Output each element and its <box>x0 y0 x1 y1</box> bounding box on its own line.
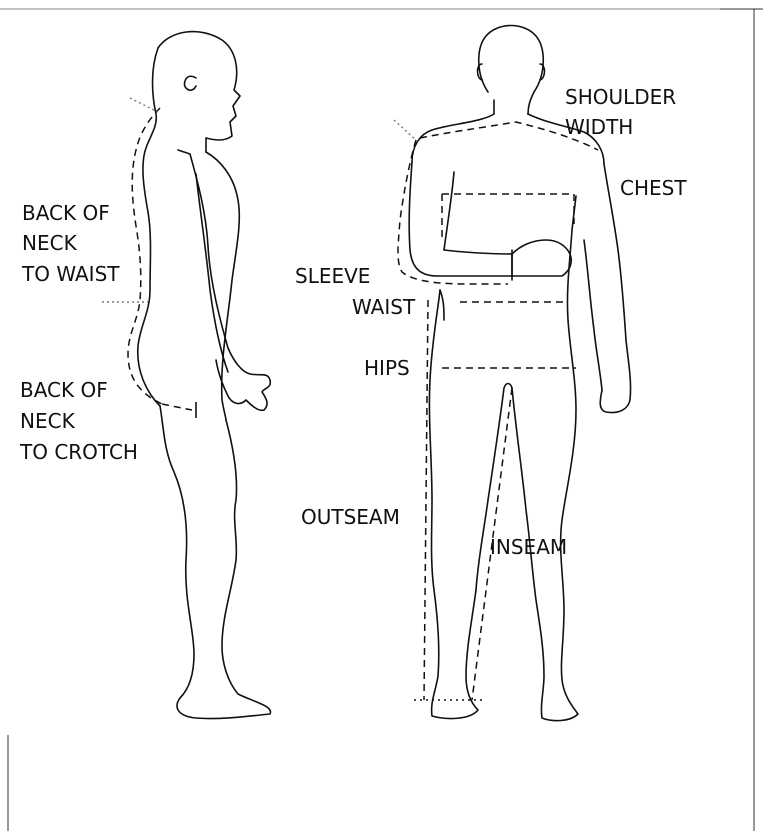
side-view-guides <box>128 108 192 410</box>
side-back-outline <box>138 48 160 406</box>
back-of-neck-to-waist-label: BACK OF NECK TO WAIST <box>21 201 120 286</box>
front-dotted-markers <box>394 120 416 140</box>
front-hand <box>512 240 571 276</box>
front-head-outline <box>479 26 544 115</box>
shoulder-width-line-2: WIDTH <box>565 115 633 139</box>
side-view-figure <box>138 32 271 719</box>
sleeve-label: SLEEVE <box>295 264 370 288</box>
side-front-outline <box>206 152 239 420</box>
side-head-outline <box>158 32 240 152</box>
outseam-measure-line <box>424 300 428 700</box>
front-view-guides <box>398 122 598 700</box>
front-left-arm-inner <box>444 250 512 254</box>
side-arm-inner <box>196 174 228 372</box>
frame-borders <box>0 9 763 831</box>
front-left-arm-outer <box>409 162 512 276</box>
front-left-leg-outer <box>429 290 478 718</box>
chest-label: CHEST <box>620 176 687 200</box>
back-neck-crotch-line-3: TO CROTCH <box>19 440 138 464</box>
back-neck-waist-line-1: BACK OF <box>22 201 110 225</box>
front-right-torso <box>512 196 578 721</box>
shoulder-width-label: SHOULDER WIDTH <box>565 85 683 139</box>
sleeve-measure-line <box>398 140 508 284</box>
side-arm <box>178 150 270 410</box>
shoulder-dotted-marker <box>394 120 416 140</box>
outseam-label: OUTSEAM <box>301 505 400 529</box>
inseam-label: INSEAM <box>490 535 567 559</box>
hips-label: HIPS <box>364 356 410 380</box>
crotch-measure-line <box>162 404 192 410</box>
back-neck-crotch-line-2: NECK <box>20 409 76 433</box>
back-neck-crotch-line-1: BACK OF <box>20 378 108 402</box>
side-leg-back <box>160 406 271 719</box>
back-of-neck-to-crotch-label: BACK OF NECK TO CROTCH <box>19 378 138 464</box>
front-left-torso <box>440 290 444 320</box>
front-right-arm-outer <box>600 164 630 413</box>
waist-label: WAIST <box>352 295 416 319</box>
front-right-arm-inner <box>584 240 602 390</box>
front-left-upper-arm-inner <box>444 172 454 250</box>
shoulder-width-line-1: SHOULDER <box>565 85 676 109</box>
front-crotch <box>476 384 512 591</box>
back-neck-waist-line-3: TO WAIST <box>21 262 120 286</box>
back-neck-waist-line-2: NECK <box>22 231 78 255</box>
front-left-neck-shoulder <box>412 100 494 162</box>
side-ear <box>184 76 196 90</box>
